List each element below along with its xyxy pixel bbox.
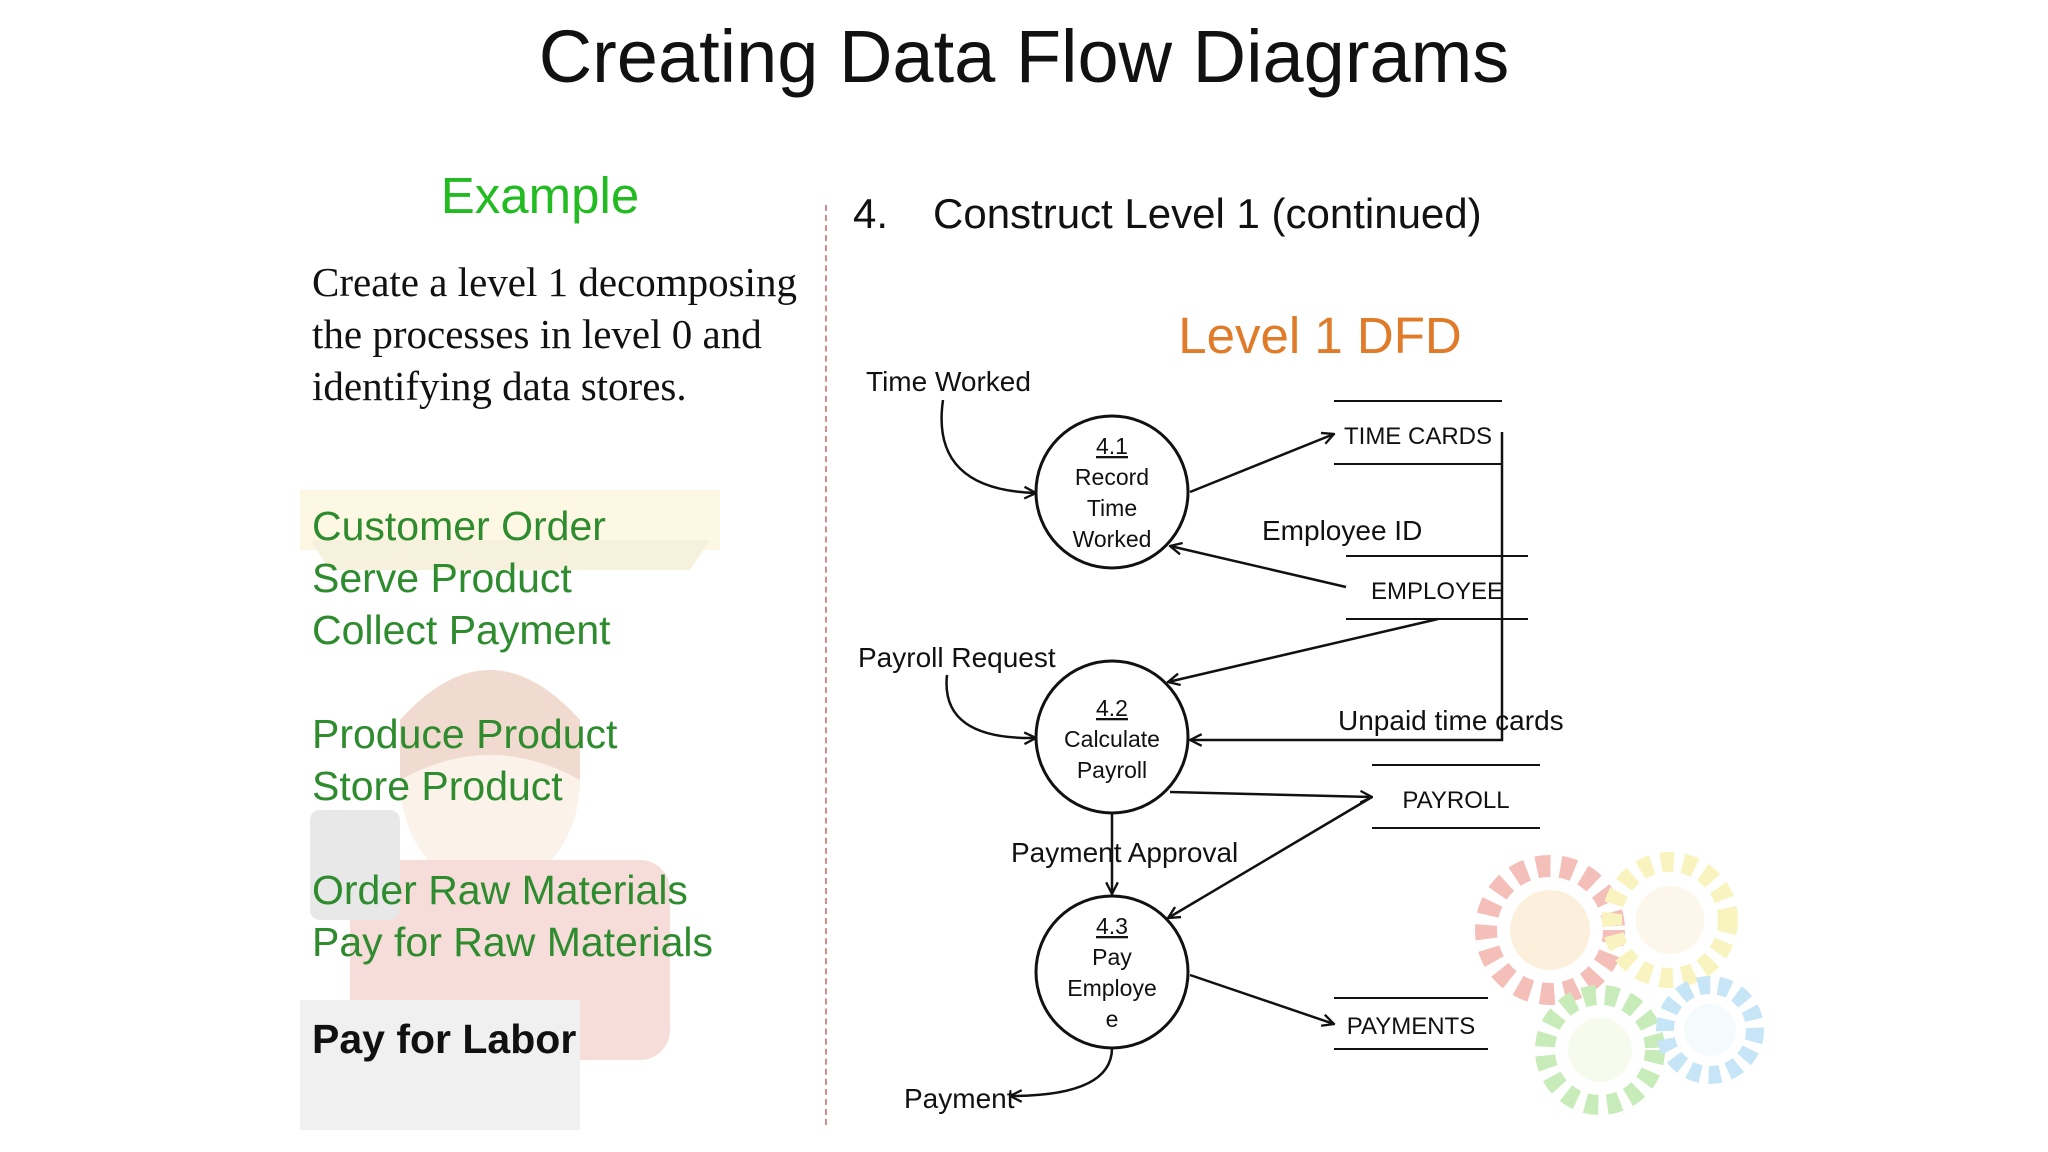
store-label: EMPLOYEE: [1371, 578, 1503, 605]
person-illustration: [300, 490, 720, 1130]
flow-payment-out: [1010, 1047, 1114, 1096]
process-item: Collect Payment: [312, 607, 611, 653]
process-item: Order Raw Materials: [312, 867, 688, 913]
process-label: Employe: [1067, 975, 1156, 1001]
gears-illustration: [1475, 852, 1764, 1115]
store-employee: EMPLOYEE: [1346, 555, 1528, 620]
flow-employee-id: [1170, 546, 1347, 589]
flow-time-worked: [940, 399, 1036, 493]
process-label: Calculate: [1064, 726, 1160, 752]
flow-payroll-store-to-pay: [1168, 795, 1373, 918]
flow-employee-to-payroll: [1168, 617, 1439, 682]
process-item: Store Product: [312, 763, 563, 809]
store-time-cards: TIME CARDS: [1334, 400, 1502, 465]
process-4-2: 4.2 Calculate Payroll: [1034, 659, 1190, 815]
flow-label: Time Worked: [866, 366, 1031, 397]
process-group-production: Produce Product Store Product: [312, 708, 617, 812]
process-id: 4.3: [1096, 913, 1128, 939]
flow-label: Payment Approval: [1011, 837, 1238, 868]
column-divider: [825, 205, 827, 1125]
flow-label: Payroll Request: [858, 642, 1056, 673]
store-label: PAYROLL: [1402, 787, 1509, 814]
flow-payroll-request: [945, 674, 1036, 738]
process-item: Pay for Raw Materials: [312, 919, 714, 965]
step-number: 4.: [853, 190, 889, 237]
intro-text: Create a level 1 decomposing the process…: [312, 259, 797, 409]
flow-label: Payment: [904, 1083, 1015, 1114]
highlighted-process: Pay for Labor: [312, 1016, 577, 1062]
flow-unpaid-time-cards: [1190, 432, 1504, 740]
step-heading: 4. Construct Level 1 (continued): [853, 190, 1482, 238]
step-text: Construct Level 1 (continued): [933, 190, 1482, 237]
process-label: Record: [1075, 464, 1149, 490]
flow-pay-to-payments: [1189, 973, 1334, 1024]
store-payroll: PAYROLL: [1372, 764, 1540, 829]
process-label: Payroll: [1077, 757, 1147, 783]
process-id: 4.1: [1096, 433, 1128, 459]
process-item: Customer Order: [312, 503, 606, 549]
process-item: Serve Product: [312, 555, 572, 601]
process-4-3: 4.3 Pay Employe e: [1034, 894, 1190, 1050]
store-payments: PAYMENTS: [1334, 997, 1488, 1050]
flow-calc-to-payroll-store: [1169, 792, 1372, 797]
flow-label: Unpaid time cards: [1338, 705, 1564, 736]
diagram-title: Level 1 DFD: [1178, 307, 1462, 364]
process-group-sales: Customer Order Serve Product Collect Pay…: [312, 500, 611, 656]
process-item: Produce Product: [312, 711, 618, 757]
process-group-materials: Order Raw Materials Pay for Raw Material…: [312, 864, 713, 968]
process-label: Worked: [1073, 526, 1152, 552]
process-label: e: [1106, 1006, 1119, 1032]
store-label: TIME CARDS: [1344, 423, 1492, 450]
process-label: Time: [1087, 495, 1137, 521]
store-label: PAYMENTS: [1347, 1013, 1475, 1040]
flow-record-to-timecards: [1189, 434, 1334, 494]
process-4-1: 4.1 Record Time Worked: [1034, 414, 1190, 570]
example-heading: Example: [440, 167, 640, 224]
process-label: Pay: [1092, 944, 1132, 970]
process-id: 4.2: [1096, 695, 1128, 721]
slide-title: Creating Data Flow Diagrams: [538, 15, 1510, 98]
flow-label: Employee ID: [1262, 515, 1422, 546]
